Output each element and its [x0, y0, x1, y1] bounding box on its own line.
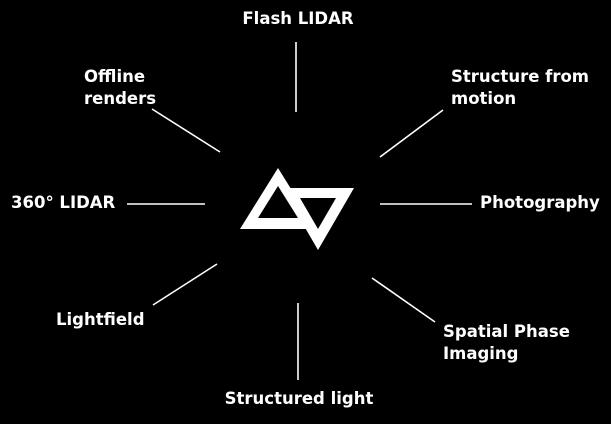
label-structure-from-motion-line-1: Structure from — [451, 67, 589, 86]
label-spatial-phase-imaging-line-1: Spatial Phase — [443, 322, 570, 341]
label-spatial-phase-imaging: Spatial Phase Imaging — [443, 321, 570, 365]
connector-line-offline-renders — [151, 108, 221, 153]
triangle-logo-icon — [240, 168, 354, 250]
label-flash-lidar-text: Flash LIDAR — [242, 9, 354, 28]
label-flash-lidar: Flash LIDAR — [226, 8, 370, 30]
label-360-lidar-text: 360° LIDAR — [11, 193, 116, 212]
label-structure-from-motion: Structure from motion — [451, 66, 589, 110]
label-offline-renders-line-2: renders — [84, 89, 157, 108]
label-photography: Photography — [480, 192, 600, 214]
label-lightfield-text: Lightfield — [56, 310, 145, 329]
connector-line-lightfield — [152, 263, 218, 306]
connector-line-spatial-phase-imaging — [371, 277, 436, 323]
label-360-lidar: 360° LIDAR — [11, 192, 115, 214]
label-structure-from-motion-line-2: motion — [451, 89, 517, 108]
label-photography-text: Photography — [480, 193, 600, 212]
connector-line-structure-from-motion — [379, 109, 444, 158]
label-spatial-phase-imaging-line-2: Imaging — [443, 344, 519, 363]
label-offline-renders: Offline renders — [84, 66, 156, 110]
label-structured-light-text: Structured light — [224, 389, 374, 408]
label-offline-renders-line-1: Offline — [84, 67, 146, 86]
label-structured-light: Structured light — [214, 388, 384, 410]
label-lightfield: Lightfield — [56, 309, 145, 331]
